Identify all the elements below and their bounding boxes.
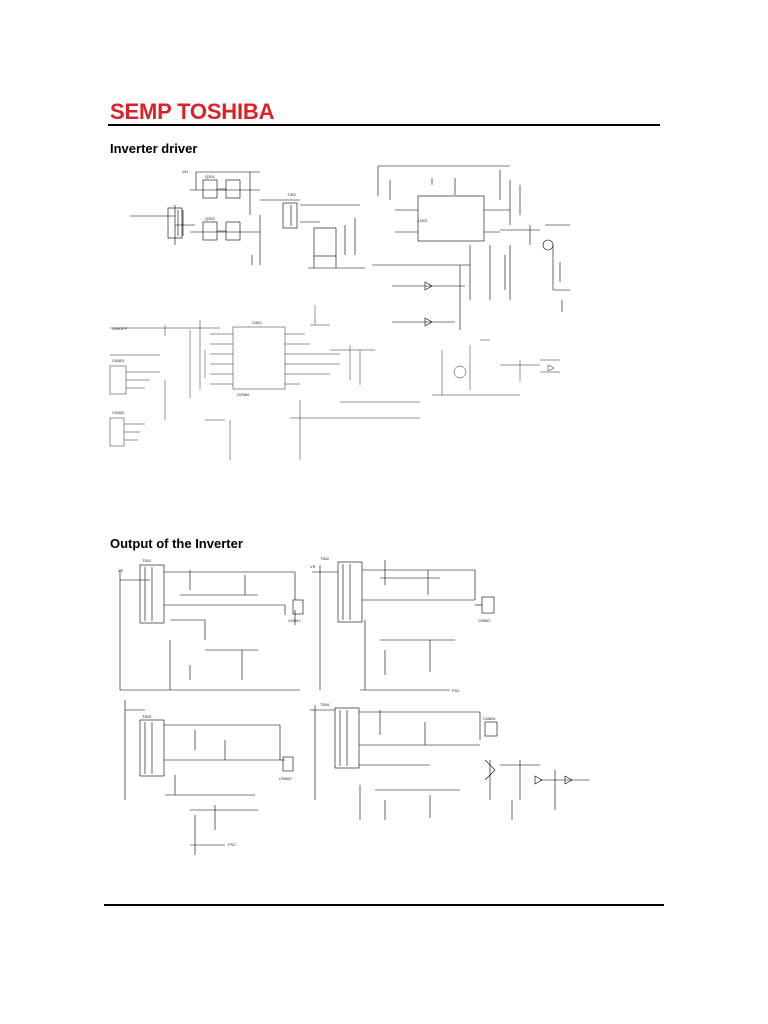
label-cn503: CN503 xyxy=(279,776,292,781)
label-cn502: CN502 xyxy=(478,618,491,623)
label-vs-right: VS xyxy=(310,564,316,569)
label-cn501: CN501 xyxy=(288,618,301,623)
label-vs-left: VS xyxy=(118,568,124,573)
label-t502: T502 xyxy=(320,556,330,561)
label-q302: Q302 xyxy=(205,216,216,221)
label-u302: U302 xyxy=(252,320,262,325)
label-t301: T301 xyxy=(287,192,297,197)
label-ps2: PS2 xyxy=(228,842,236,847)
label-oz960: OZ960 xyxy=(237,392,250,397)
label-vin: Vin xyxy=(182,169,188,174)
label-on-off: ON/OFF xyxy=(112,326,128,331)
section-title-inverter-driver: Inverter driver xyxy=(110,141,198,156)
label-cn504: CN504 xyxy=(483,716,496,721)
label-cn301: CN301 xyxy=(112,358,125,363)
label-u301: U301 xyxy=(418,218,428,223)
label-t501: T501 xyxy=(142,558,152,563)
label-t504: T504 xyxy=(320,702,330,707)
footer-rule xyxy=(104,904,664,906)
label-ps1: PS1 xyxy=(452,688,460,693)
label-t503: T503 xyxy=(142,714,152,719)
label-q301: Q301 xyxy=(205,174,216,179)
brand-logo-text: SEMP TOSHIBA xyxy=(110,99,275,124)
label-cn302: CN302 xyxy=(112,410,125,415)
section-title-inverter-output: Output of the Inverter xyxy=(110,536,243,551)
header-rule xyxy=(108,124,660,126)
